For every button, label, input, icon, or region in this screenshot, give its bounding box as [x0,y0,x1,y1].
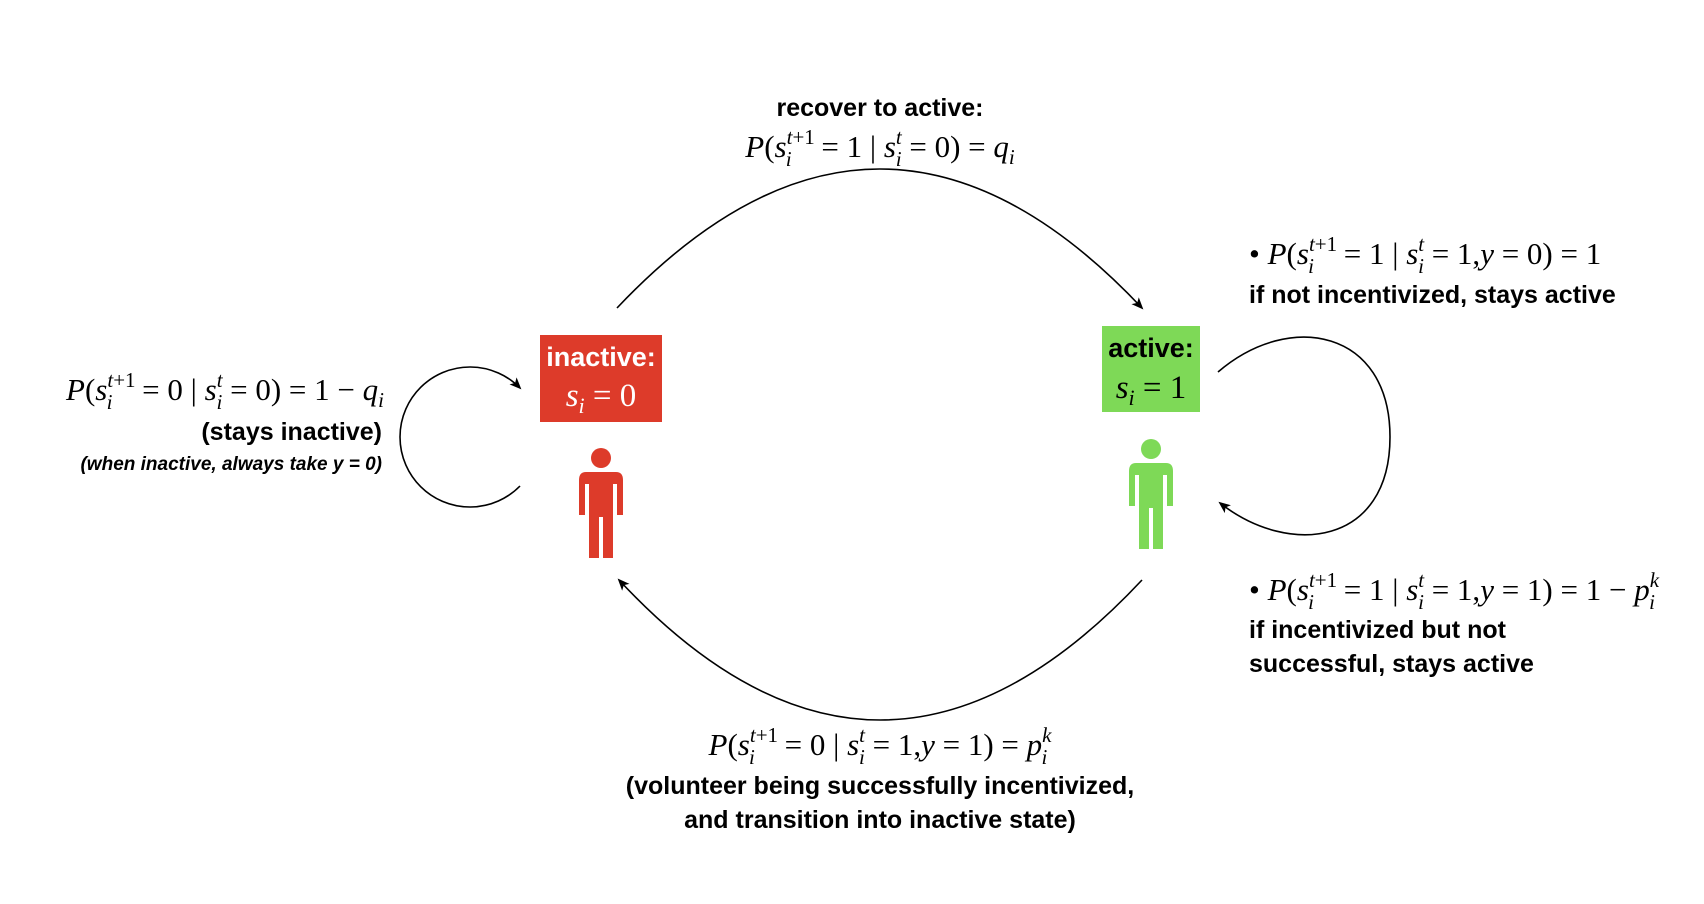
active-state-label: active: [1108,333,1194,363]
person-icon [1129,439,1173,549]
active-state-node: active: si = 1 [1102,326,1200,412]
deactivate-arrow [617,578,1143,721]
active-state-box [1102,326,1200,412]
inactive-self-loop-arrow [399,366,522,508]
recover-arrow [616,168,1144,310]
active-state-formula: si = 1 [1116,370,1187,410]
deactivate-caption-line2: and transition into inactive state) [684,806,1076,834]
stay-active-incentivized-caption-line1: if incentivized but not [1249,616,1507,644]
active-self-loop-arrow [1217,336,1391,536]
inactive-state-formula: si = 0 [566,378,637,418]
stay-inactive-caption: (stays inactive) [201,418,382,446]
deactivate-caption-line1: (volunteer being successfully incentiviz… [626,772,1134,800]
inactive-state-box [540,335,662,422]
recover-title: recover to active: [776,94,983,122]
inactive-state-label: inactive: [546,342,656,372]
person-icon [579,448,623,558]
inactive-state-node: inactive: si = 0 [540,335,662,422]
stay-inactive-note: (when inactive, always take y = 0) [80,454,382,475]
stay-active-incentivized-caption-line2: successful, stays active [1249,650,1534,678]
stay-active-not-incentivized-caption: if not incentivized, stays active [1249,281,1616,309]
